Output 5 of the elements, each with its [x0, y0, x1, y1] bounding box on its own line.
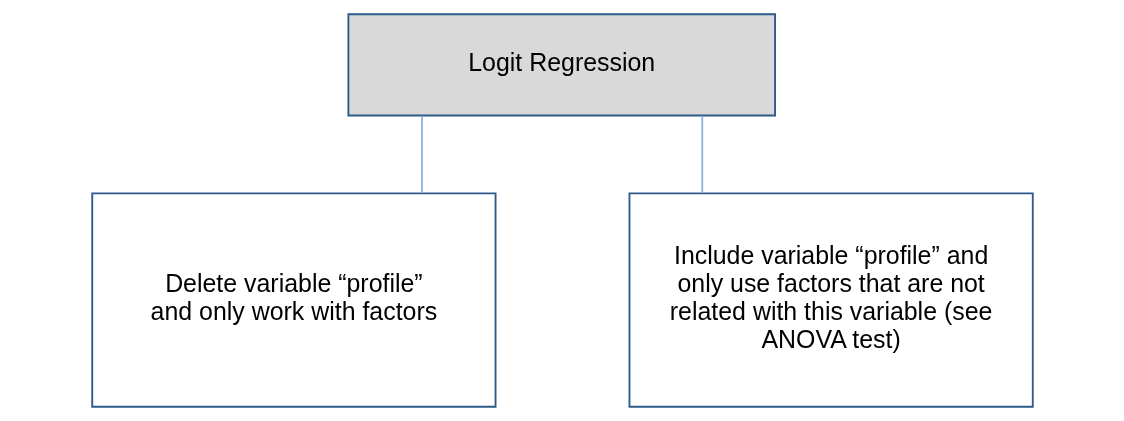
node-box: Logit Regression — [346, 13, 776, 117]
node-box: Include variable “profile” and only use factors that are not related with this variable (see ANOVA test) — [628, 192, 1034, 408]
connector — [700, 115, 703, 195]
node-box: Delete variable “profile” and only work with factors — [90, 192, 496, 408]
connector — [420, 115, 423, 195]
